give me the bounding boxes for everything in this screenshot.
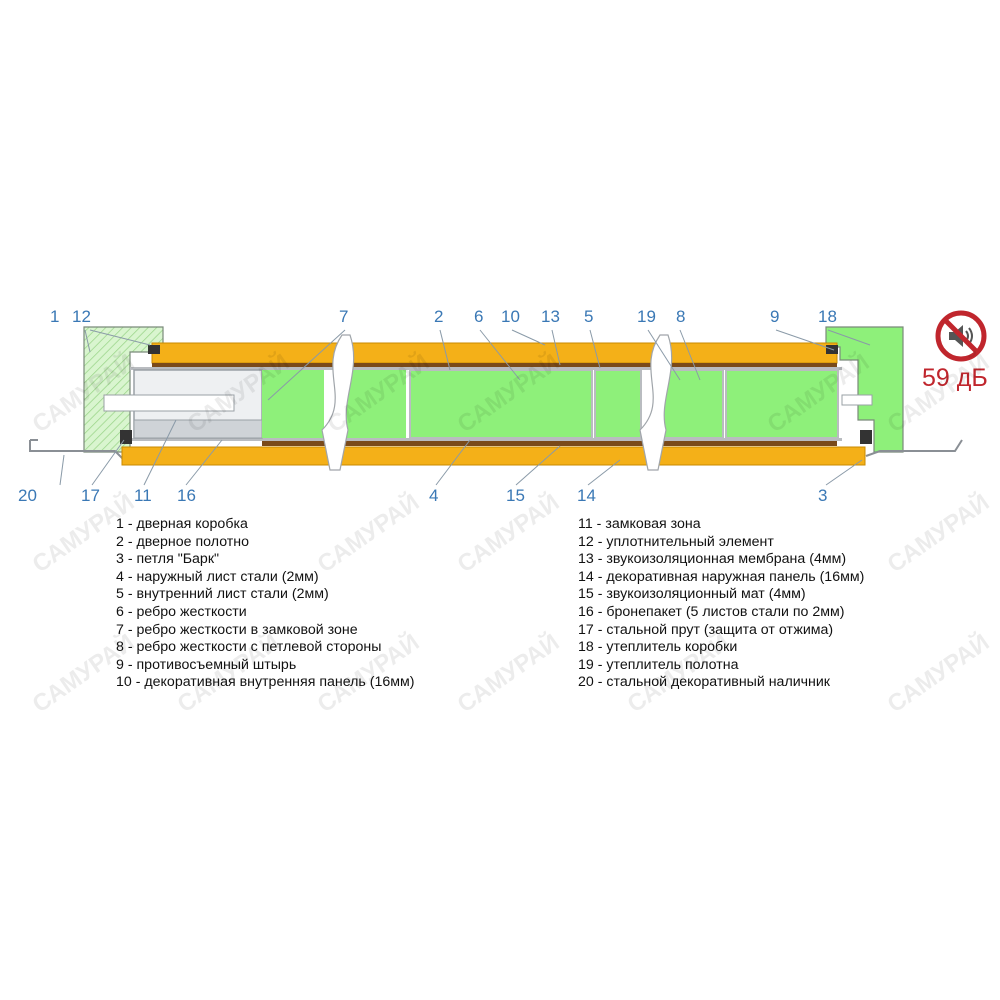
- decorative-trim-right: [865, 439, 963, 457]
- legend-item: 1 - дверная коробка: [116, 516, 248, 532]
- callout-14: 14: [577, 486, 596, 505]
- lock-bolt: [103, 394, 235, 412]
- break-line-left: [321, 334, 355, 471]
- inner-steel-sheet: [130, 367, 842, 370]
- legend-item: 12 - уплотнительный элемент: [578, 533, 774, 550]
- outer-steel-sheet: [130, 438, 842, 441]
- no-sound-icon: [935, 310, 987, 362]
- sound-rating: 59 дБ: [922, 364, 988, 392]
- legend-item: 2 - дверное полотно: [116, 533, 249, 550]
- legend-item: 16 - бронепакет (5 листов стали по 2мм): [578, 603, 845, 620]
- legend-item: 8 - ребро жесткости с петлевой стороны: [116, 639, 382, 656]
- insulation-block-3: [409, 369, 593, 439]
- callout-7: 7: [339, 307, 349, 326]
- legend-item: 9 - противосъемный штырь: [116, 656, 297, 673]
- callout-11: 11: [134, 486, 152, 505]
- legend-item: 20 - стальной декоративный наличник: [578, 674, 831, 691]
- callout-5: 5: [584, 307, 594, 326]
- seal-left-top: [148, 345, 160, 354]
- break-line-right: [639, 334, 673, 471]
- outer-decorative-panel: [121, 446, 866, 466]
- legend-item: 3 - петля "Барк": [116, 551, 220, 568]
- callout-13: 13: [541, 307, 560, 326]
- anti-removal-pin: [841, 394, 873, 406]
- leader-lines: [59, 329, 871, 486]
- callout-6: 6: [474, 307, 484, 326]
- sound-mat: [262, 441, 837, 446]
- callout-19: 19: [637, 307, 656, 326]
- legend-item: 14 - декоративная наружная панель (16мм): [578, 568, 865, 585]
- callout-20: 20: [18, 486, 37, 505]
- seal-right-bottom: [860, 430, 872, 444]
- callout-4: 4: [429, 486, 439, 505]
- callout-1: 1: [50, 307, 60, 326]
- legend-item: 19 - утеплитель полотна: [578, 656, 739, 673]
- armor-package: [133, 419, 263, 439]
- legend-left: 1 - дверная коробка 2 - дверное полотно …: [116, 516, 415, 692]
- sound-membrane: [152, 363, 837, 367]
- legend-item: 6 - ребро жесткости: [116, 603, 247, 620]
- legend-item: 7 - ребро жесткости в замковой зоне: [116, 621, 358, 638]
- callout-9: 9: [770, 307, 780, 326]
- callout-12: 12: [72, 307, 91, 326]
- legend-item: 17 - стальной прут (защита от отжима): [578, 621, 834, 638]
- legend-item: 18 - утеплитель коробки: [578, 639, 738, 656]
- callout-17: 17: [81, 486, 100, 505]
- legend-item: 10 - декоративная внутренняя панель (16м…: [116, 674, 415, 691]
- callout-15: 15: [506, 486, 525, 505]
- legend-item: 11 - замковая зона: [578, 516, 701, 532]
- callout-16: 16: [177, 486, 196, 505]
- callout-8: 8: [676, 307, 686, 326]
- callout-18: 18: [818, 307, 837, 326]
- seal-left-bottom: [120, 430, 132, 444]
- insulation-block-1: [262, 370, 324, 438]
- legend-item: 15 - звукоизоляционный мат (4мм): [578, 586, 806, 603]
- insulation-block-4: [594, 369, 642, 439]
- callout-10: 10: [501, 307, 520, 326]
- legend-item: 4 - наружный лист стали (2мм): [116, 568, 319, 585]
- inner-decorative-panel: [151, 342, 838, 364]
- insulation-block-6: [725, 369, 839, 439]
- legend-item: 5 - внутренний лист стали (2мм): [116, 586, 329, 603]
- legend-item: 13 - звукоизоляционная мембрана (4мм): [578, 551, 847, 568]
- legend-right: 11 - замковая зона 12 - уплотнительный э…: [578, 516, 864, 692]
- callout-2: 2: [434, 307, 444, 326]
- callout-3: 3: [818, 486, 828, 505]
